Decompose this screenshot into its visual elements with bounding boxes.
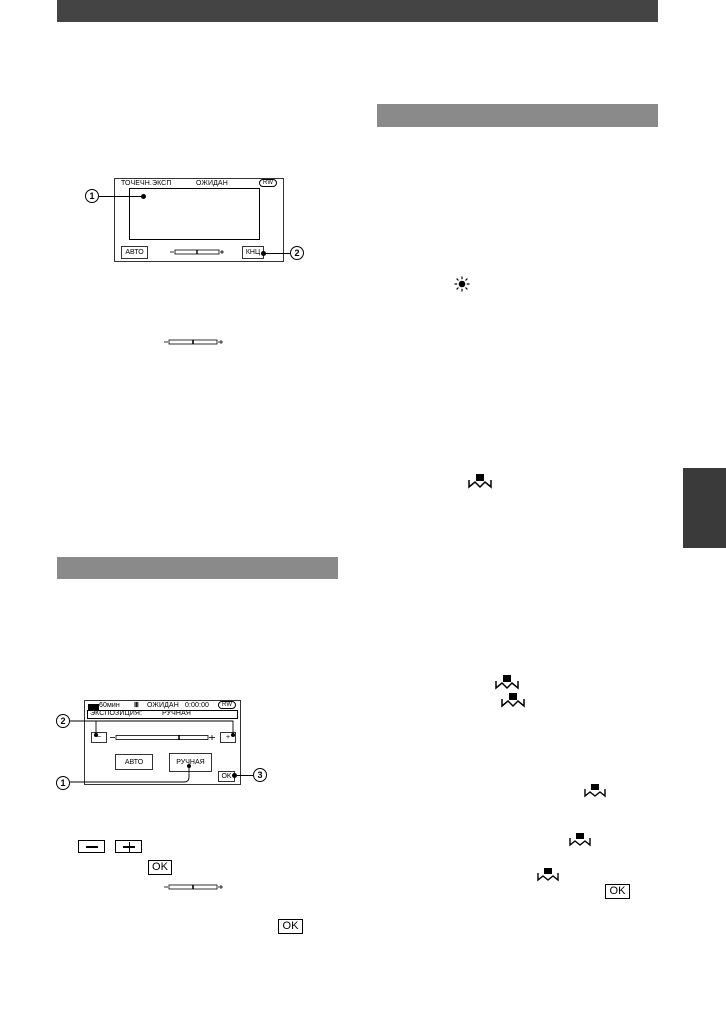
white-balance-icon	[537, 868, 559, 882]
exposure-scale-icon	[170, 249, 224, 255]
exposure-scale-icon	[164, 339, 223, 345]
exposure-label: ЭКСПОЗИЦИЯ:	[90, 710, 143, 717]
callout-2: 2	[290, 246, 304, 260]
exposure-scale-icon	[164, 884, 223, 890]
battery-remaining: 60мин	[99, 702, 120, 709]
timecode: 0:00:00	[185, 702, 210, 709]
sun-icon	[454, 276, 470, 292]
callout-dot-1	[141, 194, 146, 199]
white-balance-icon	[584, 784, 606, 798]
manual-button[interactable]: РУЧНАЯ	[169, 753, 212, 772]
callout-2: 2	[56, 714, 70, 728]
side-tab	[683, 468, 726, 548]
callout-1: 1	[56, 776, 70, 790]
ok-button-inline: OK	[605, 884, 630, 899]
white-balance-icon	[501, 693, 525, 708]
lcd-screen-exposure: 60мин Ⅲ ОЖИДАН 0:00:00 RW ЭКСПОЗИЦИЯ: РУ…	[84, 700, 241, 785]
spot-frame[interactable]	[129, 188, 260, 240]
lcd-status: ОЖИДАН	[196, 180, 228, 187]
auto-button[interactable]: АВТО	[121, 246, 148, 259]
lcd-status: ОЖИДАН	[147, 702, 179, 709]
callout-line-2	[70, 720, 235, 737]
callout-1: 1	[85, 189, 99, 203]
rw-disc-badge: RW	[218, 701, 237, 709]
callout-line-3	[234, 775, 253, 776]
ok-button-inline: OK	[148, 860, 172, 875]
plus-button-inline	[115, 840, 142, 853]
section-bar-right	[377, 104, 658, 127]
white-balance-icon	[569, 833, 591, 847]
standby-mark-icon: Ⅲ	[134, 702, 139, 709]
exposure-mode: РУЧНАЯ	[162, 710, 192, 717]
ok-button-inline: OK	[278, 919, 303, 934]
minus-button[interactable]: −	[91, 732, 107, 743]
auto-button[interactable]: АВТО	[115, 754, 153, 770]
minus-button-inline	[78, 840, 105, 853]
label-row	[87, 710, 238, 719]
lcd-screen-spot-meter: ТОЧЕЧН.ЭКСП ОЖИДАН RW АВТО КНЦ	[114, 178, 284, 262]
rw-disc-badge: RW	[259, 179, 278, 187]
header-bar	[57, 0, 658, 22]
callout-dot-2	[261, 251, 266, 256]
section-bar-left	[57, 557, 338, 579]
callout-dot-3	[232, 773, 237, 778]
plus-button[interactable]: +	[220, 732, 236, 743]
white-balance-icon	[468, 474, 492, 489]
exposure-scale-icon	[110, 735, 215, 740]
callout-line-1	[70, 764, 191, 783]
callout-line-2	[263, 253, 290, 254]
lcd-title: ТОЧЕЧН.ЭКСП	[121, 180, 172, 187]
battery-icon	[88, 704, 99, 710]
white-balance-icon	[495, 675, 519, 690]
callout-3: 3	[253, 768, 267, 782]
end-button[interactable]: КНЦ	[242, 246, 264, 259]
callout-line-1	[99, 196, 143, 197]
